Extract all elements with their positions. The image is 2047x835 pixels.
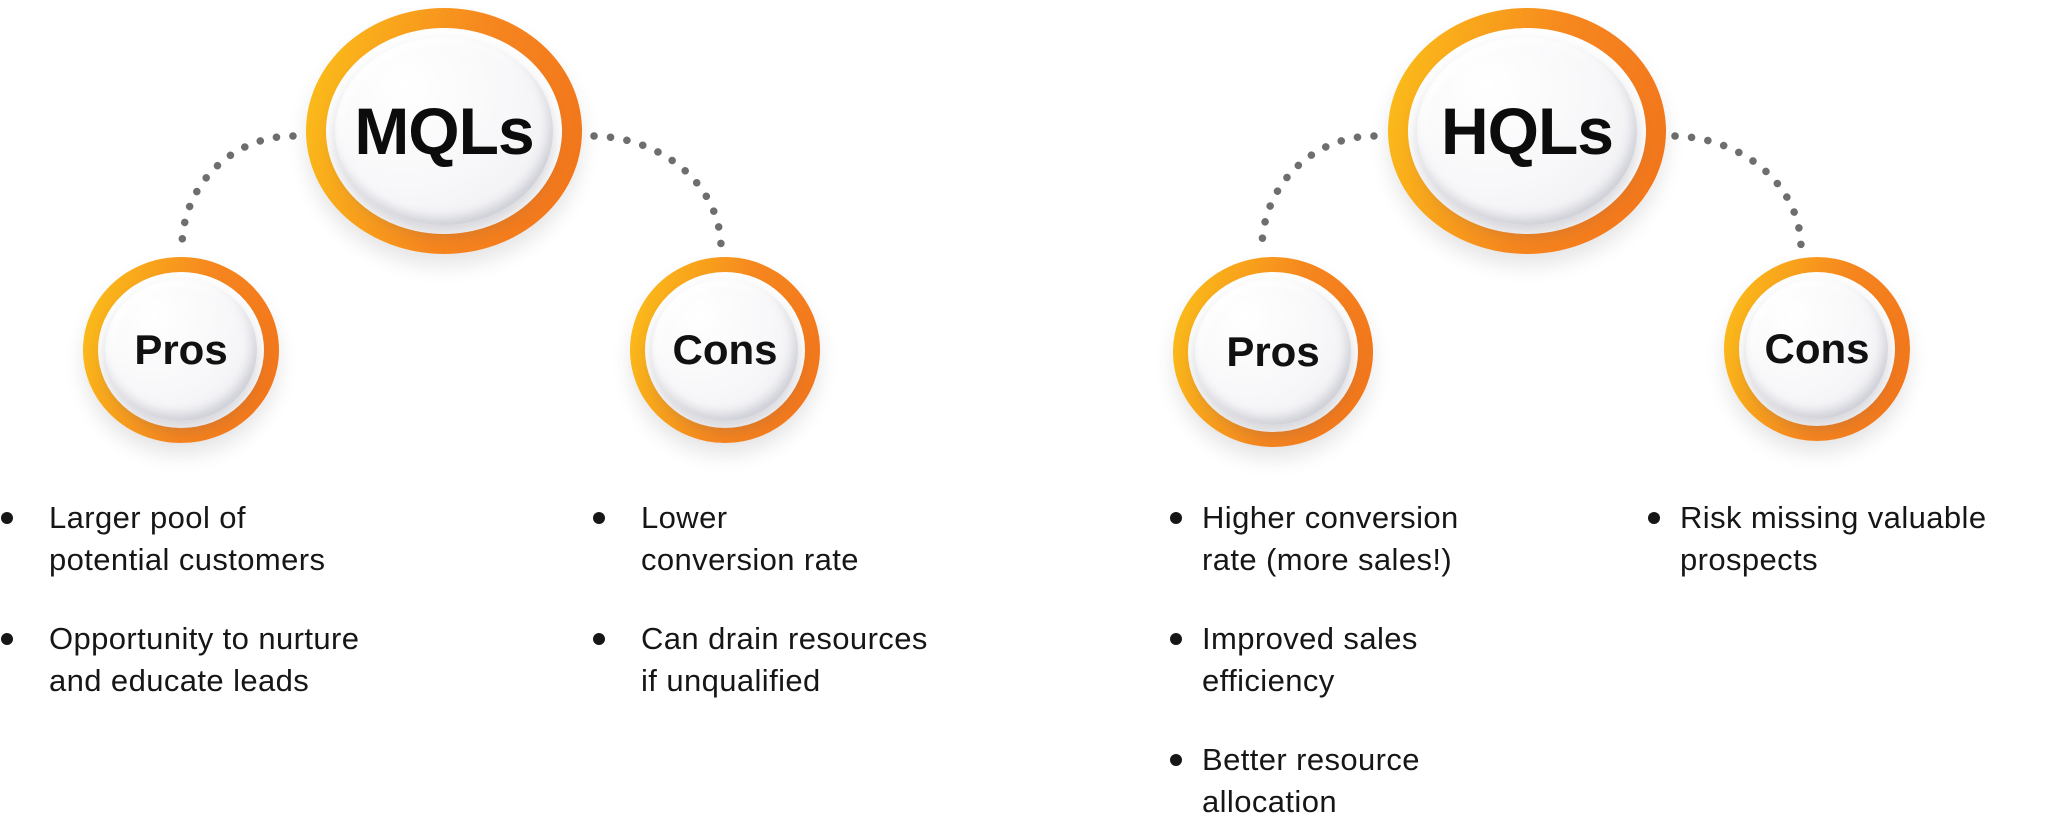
mqls-cons-connector [590, 132, 725, 251]
list-item-text: Larger pool of potential customers [49, 500, 326, 577]
hqls-cons-list: Risk missing valuable prospects [1648, 497, 2047, 618]
hqls-cons-inner: Cons [1746, 279, 1888, 419]
mqls-pros-circle: Pros [83, 257, 279, 443]
mqls-pros-list: Larger pool of potential customers Oppor… [1, 497, 446, 739]
hqls-pros-connector [1258, 132, 1378, 251]
hqls-pros-gap-ring: Pros [1188, 272, 1358, 432]
list-item: Larger pool of potential customers [1, 497, 446, 581]
hqls-cons-gap-ring: Cons [1739, 272, 1895, 426]
mqls-title: MQLs [354, 94, 534, 168]
hqls-cons-circle: Cons [1724, 257, 1910, 441]
list-item: Opportunity to nurture and educate leads [1, 618, 446, 702]
bullet-dot [1170, 754, 1182, 766]
mqls-cons-label: Cons [672, 326, 778, 373]
mqls-pros-gap-ring: Pros [98, 272, 264, 428]
hqls-pros-label: Pros [1226, 328, 1320, 375]
mqls-cons-list: Lower conversion rate Can drain resource… [593, 497, 1033, 739]
list-item: Better resource allocation [1170, 739, 1625, 823]
list-item: Risk missing valuable prospects [1648, 497, 2047, 581]
list-item-text: Better resource allocation [1202, 742, 1420, 819]
list-item-text: Opportunity to nurture and educate leads [49, 621, 360, 698]
mqls-cons-inner: Cons [652, 279, 798, 421]
mqls-cons-gap-ring: Cons [645, 272, 805, 428]
bullet-dot [593, 512, 605, 524]
bullet-dot [1, 512, 13, 524]
hqls-circle: HQLs [1388, 8, 1666, 254]
bullet-dot [1170, 633, 1182, 645]
list-item: Improved sales efficiency [1170, 618, 1625, 702]
hqls-cons-label: Cons [1764, 325, 1870, 372]
hqls-circle-gap-ring: HQLs [1408, 28, 1646, 234]
list-item: Can drain resources if unqualified [593, 618, 1033, 702]
hqls-cons-connector [1671, 132, 1805, 251]
mqls-circle-gap-ring: MQLs [326, 28, 562, 234]
bullet-dot [1648, 512, 1660, 524]
list-item: Higher conversion rate (more sales!) [1170, 497, 1625, 581]
hqls-title: HQLs [1440, 94, 1614, 168]
mqls-circle: MQLs [306, 8, 582, 254]
hqls-circle-inner: HQLs [1417, 37, 1637, 225]
bullet-dot [1, 633, 13, 645]
list-item: Lower conversion rate [593, 497, 1033, 581]
list-item-text: Lower conversion rate [641, 500, 859, 577]
mqls-cons-circle: Cons [630, 257, 820, 443]
hqls-pros-inner: Pros [1195, 279, 1351, 425]
mqls-pros-inner: Pros [105, 279, 257, 421]
mqls-circle-inner: MQLs [335, 37, 553, 225]
mqls-pros-label: Pros [134, 326, 228, 373]
hqls-pros-list: Higher conversion rate (more sales!) Imp… [1170, 497, 1625, 835]
hqls-pros-circle: Pros [1173, 257, 1373, 447]
list-item-text: Can drain resources if unqualified [641, 621, 928, 698]
bullet-dot [1170, 512, 1182, 524]
mqls-pros-connector [178, 132, 297, 251]
list-item-text: Risk missing valuable prospects [1680, 500, 1987, 577]
list-item-text: Higher conversion rate (more sales!) [1202, 500, 1459, 577]
bullet-dot [593, 633, 605, 645]
list-item-text: Improved sales efficiency [1202, 621, 1418, 698]
